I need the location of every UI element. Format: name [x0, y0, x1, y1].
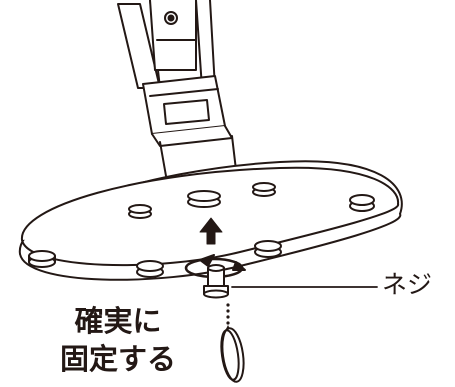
- rubber-feet: [28, 182, 375, 278]
- instruction-line-2: 固定する: [60, 342, 177, 376]
- instruction-line-1: 確実に: [74, 304, 162, 338]
- rotate-arrow-icon: [184, 254, 246, 279]
- screw-icon: [203, 264, 229, 299]
- instruction-label: 確実に 固定する: [60, 302, 176, 378]
- screw-label: ネジ: [382, 270, 433, 299]
- joint-block: [142, 75, 233, 147]
- coin-icon: [220, 327, 245, 383]
- stand-neck: [159, 135, 237, 177]
- adjustment-screw-icon: [164, 11, 178, 25]
- arrow-up-icon: [199, 217, 223, 245]
